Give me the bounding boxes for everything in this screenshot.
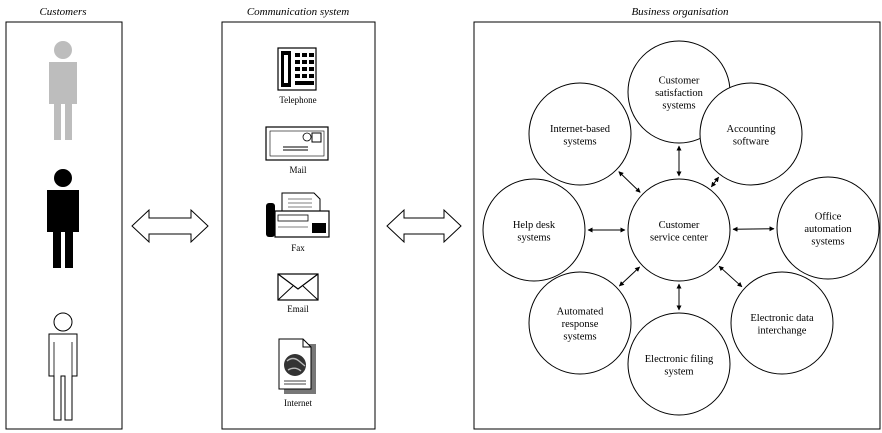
circle-label-line: interchange [758, 325, 807, 336]
connector-automated-response [618, 266, 641, 287]
circle-label-line: Help desk [513, 220, 556, 231]
circle-label-line: systems [517, 232, 550, 243]
circle-label-line: systems [811, 237, 844, 248]
circle-label-line: Automated [557, 307, 604, 318]
circle-label-line: systems [563, 136, 596, 147]
circle-label-line: software [733, 136, 769, 147]
person-gray-icon [49, 41, 77, 140]
circle-label-line: automation [804, 224, 852, 235]
channel-label-internet: Internet [284, 398, 312, 408]
connector-office-automation [732, 226, 775, 232]
person-outline-icon [48, 312, 78, 421]
customers-panel-title: Customers [39, 6, 86, 18]
circle-label-line: Customer [659, 76, 700, 87]
customers-communication-arrow [131, 208, 209, 244]
globe-document-icon [278, 338, 316, 394]
system-circle [528, 271, 632, 375]
business-panel-title: Business organisation [631, 6, 729, 18]
circle-label-line: Accounting [727, 124, 777, 135]
system-circles: CustomersatisfactionsystemsAccountingsof… [482, 40, 880, 416]
circle-label-line: systems [662, 101, 695, 112]
circle-label-line: Office [815, 212, 842, 223]
connector-electronic-data-interchange [718, 265, 743, 288]
mail-envelope-icon [265, 126, 329, 161]
circle-label-line: service center [650, 232, 709, 243]
circle-label-line: response [562, 319, 599, 330]
connector-accounting [711, 176, 719, 188]
business-panel [473, 21, 881, 430]
circle-label-line: system [664, 366, 693, 377]
hub-connectors [587, 145, 775, 311]
channel-label-fax: Fax [291, 243, 305, 253]
system-circle [776, 176, 880, 280]
communication-business-arrow [386, 208, 462, 244]
communication-panel [221, 21, 376, 430]
circle-label-line: Electronic filing [645, 354, 714, 365]
fax-machine-icon [266, 192, 330, 238]
system-circle [699, 82, 803, 186]
system-circle [528, 82, 632, 186]
channel-label-telephone: Telephone [279, 95, 316, 105]
circle-label-line: systems [563, 332, 596, 343]
customers-panel [5, 21, 123, 430]
connector-internet-based [618, 171, 641, 193]
system-circle [730, 271, 834, 375]
circle-label-line: Electronic data [750, 313, 814, 324]
hub-circle [627, 178, 731, 282]
communication-panel-title: Communication system [247, 6, 349, 18]
system-circle [627, 312, 731, 416]
channel-label-mail: Mail [290, 165, 307, 175]
telephone-icon [277, 47, 317, 91]
channel-label-email: Email [287, 304, 309, 314]
circle-label-line: satisfaction [655, 88, 704, 99]
circle-label-line: Customer [659, 220, 700, 231]
circle-label-line: Internet-based [550, 124, 611, 135]
system-circle [482, 178, 586, 282]
email-envelope-icon [277, 273, 319, 301]
person-black-icon [47, 169, 79, 268]
